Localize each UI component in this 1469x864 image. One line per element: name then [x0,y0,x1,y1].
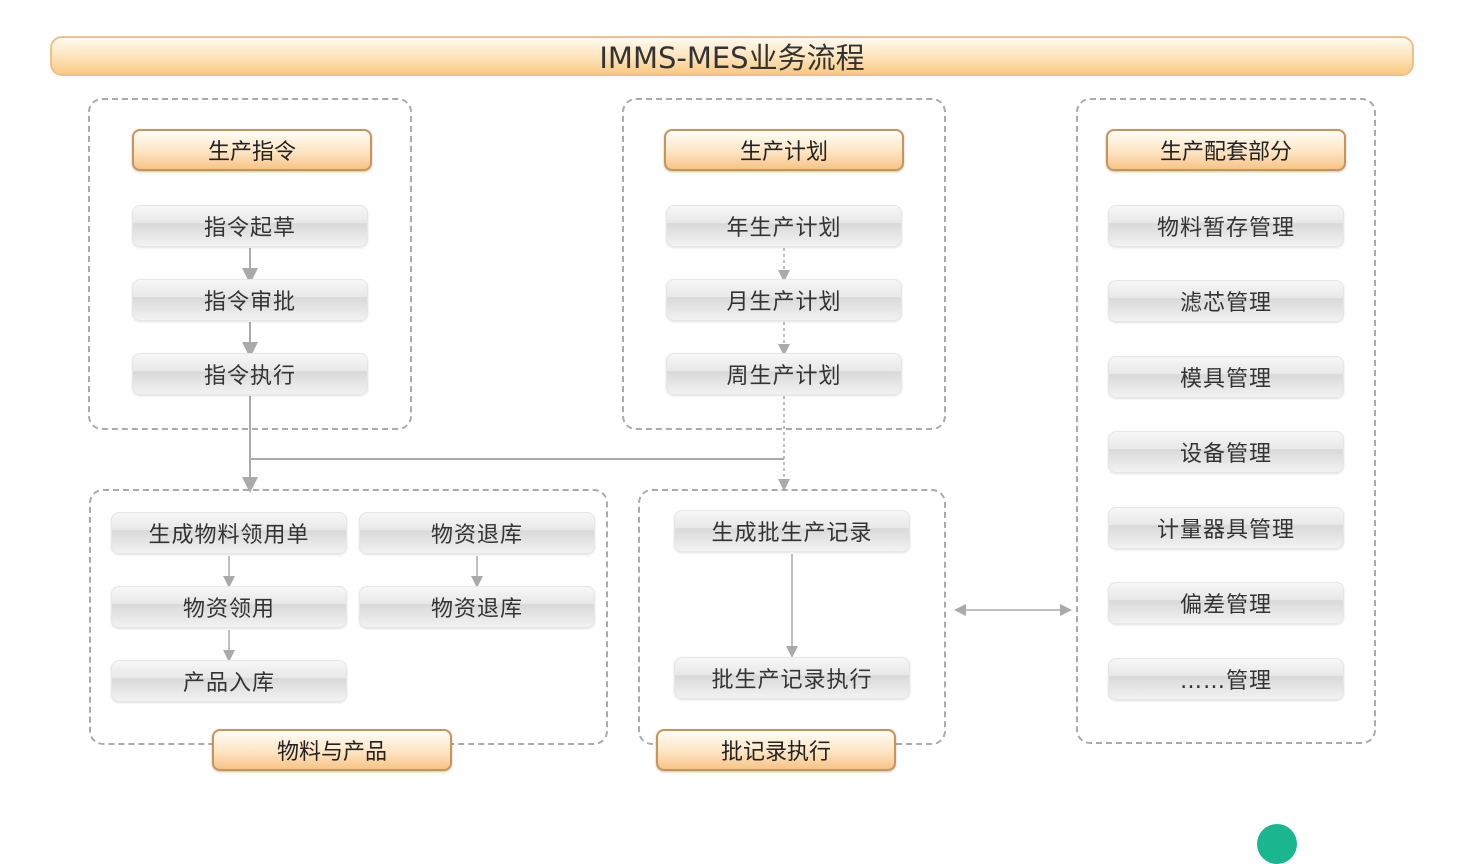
batch-header: 批记录执行 [656,729,896,771]
instruction-approve-box: 指令审批 [132,279,368,321]
support-item-deviation: 偏差管理 [1108,582,1344,624]
batch-generate-box: 生成批生产记录 [674,510,910,552]
instruction-header: 生产指令 [132,129,372,171]
instruction-execute-box: 指令执行 [132,353,368,395]
support-header: 生产配套部分 [1106,129,1346,171]
plan-header: 生产计划 [664,129,904,171]
logo-icon [1257,824,1297,864]
support-item-other: ……管理 [1108,658,1344,700]
support-item-mold: 模具管理 [1108,356,1344,398]
connector-lines [223,248,1072,662]
plan-month-box: 月生产计划 [666,279,902,321]
support-item-material-staging: 物料暂存管理 [1108,205,1344,247]
materials-header: 物料与产品 [212,729,452,771]
diagram-title: IMMS-MES业务流程 [50,36,1414,76]
support-item-filter: 滤芯管理 [1108,280,1344,322]
support-item-measuring: 计量器具管理 [1108,507,1344,549]
materials-storage-box: 产品入库 [111,660,347,702]
materials-return-box-2: 物资退库 [359,586,595,628]
support-group [1076,98,1376,744]
instruction-draft-box: 指令起草 [132,205,368,247]
support-item-equipment: 设备管理 [1108,431,1344,473]
materials-requisition-box: 生成物料领用单 [111,512,347,554]
plan-week-box: 周生产计划 [666,353,902,395]
plan-year-box: 年生产计划 [666,205,902,247]
materials-return-box-1: 物资退库 [359,512,595,554]
materials-issue-box: 物资领用 [111,586,347,628]
batch-execute-box: 批生产记录执行 [674,657,910,699]
